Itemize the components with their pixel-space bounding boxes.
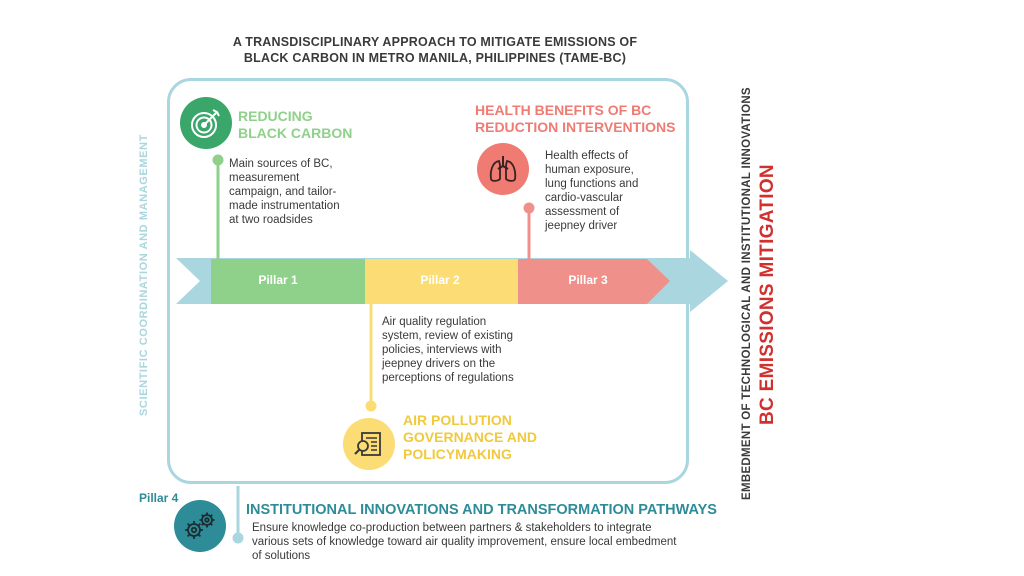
pillar-1-desc-line: at two roadsides [229, 214, 313, 226]
target-icon [180, 97, 232, 149]
pillar-3-heading: HEALTH BENEFITS OF BC REDUCTION INTERVEN… [475, 102, 675, 136]
title-line-2: BLACK CARBON IN METRO MANILA, PHILIPPINE… [243, 51, 627, 65]
pillar-1-heading-line-1: REDUCING [238, 108, 313, 124]
pillar-3-desc-line: lung functions and [545, 178, 639, 190]
pillar-3-desc-line: assessment of [545, 206, 620, 218]
pillar-2-desc-line: system, review of existing [382, 330, 514, 342]
pillar-1-desc-line: measurement [229, 172, 300, 184]
pillar-4-description: Ensure knowledge co-production between p… [252, 521, 722, 563]
pillar-3-desc-line: Health effects of [545, 150, 628, 162]
pillar-1-desc-line: made instrumentation [229, 200, 340, 212]
document-search-icon [343, 418, 395, 470]
pillar-1-description: Main sources of BC, measurement campaign… [229, 157, 369, 227]
pillar-4-heading: INSTITUTIONAL INNOVATIONS AND TRANSFORMA… [246, 502, 717, 518]
pillar-2-heading-line-1: AIR POLLUTION [403, 412, 512, 428]
pillar-3-band [518, 259, 670, 304]
pillar-2-label: Pillar 2 [420, 273, 460, 287]
pillar-4-desc-line: various sets of knowledge toward air qua… [252, 536, 677, 548]
pillar-1-band [211, 259, 365, 304]
diagram-title: A TRANSDISCIPLINARY APPROACH TO MITIGATE… [200, 34, 670, 66]
pillar-3-desc-line: jeepney driver [545, 220, 618, 232]
pillar-2-desc-line: perceptions of regulations [382, 372, 514, 384]
pillar-2-description: Air quality regulation system, review of… [382, 315, 552, 385]
pillar-1-desc-line: campaign, and tailor- [229, 186, 337, 198]
pillar-1-heading: REDUCING BLACK CARBON [238, 108, 352, 142]
pillar-3-heading-line-2: REDUCTION INTERVENTIONS [475, 119, 676, 135]
pillar-2-desc-line: policies, interviews with [382, 344, 502, 356]
pillar-3-desc-line: human exposure, [545, 164, 634, 176]
pillar-3-description: Health effects of human exposure, lung f… [545, 149, 675, 233]
pillar-2-connector-dot [365, 400, 377, 412]
pillar-1-heading-line-2: BLACK CARBON [238, 125, 353, 141]
pillar-2-band [365, 259, 518, 304]
pillar-2-desc-line: Air quality regulation [382, 316, 487, 328]
title-line-1: A TRANSDISCIPLINARY APPROACH TO MITIGATE… [232, 35, 638, 49]
pillar-4-connector-dot [232, 532, 244, 544]
pillar-2-desc-line: jeepney drivers on the [382, 358, 496, 370]
pillar-4-label: Pillar 4 [139, 491, 179, 505]
lungs-icon [477, 143, 529, 195]
pillar-1-connector-dot [212, 154, 224, 166]
pillar-1-desc-line: Main sources of BC, [229, 158, 333, 170]
gears-icon [174, 500, 226, 552]
pillar-2-heading-line-3: POLICYMAKING [403, 446, 512, 462]
pillar-4-desc-line: Ensure knowledge co-production between p… [252, 522, 652, 534]
pillar-3-label: Pillar 3 [568, 273, 608, 287]
pillar-4-desc-line: of solutions [252, 550, 311, 562]
pillar-2-heading-line-2: GOVERNANCE AND [403, 429, 538, 445]
pillar-2-heading: AIR POLLUTION GOVERNANCE AND POLICYMAKIN… [403, 412, 537, 463]
pillar-3-connector-dot [523, 202, 535, 214]
pillar-1-label: Pillar 1 [258, 273, 298, 287]
pillar-3-heading-line-1: HEALTH BENEFITS OF BC [475, 102, 652, 118]
pillar-3-desc-line: cardio-vascular [545, 192, 623, 204]
